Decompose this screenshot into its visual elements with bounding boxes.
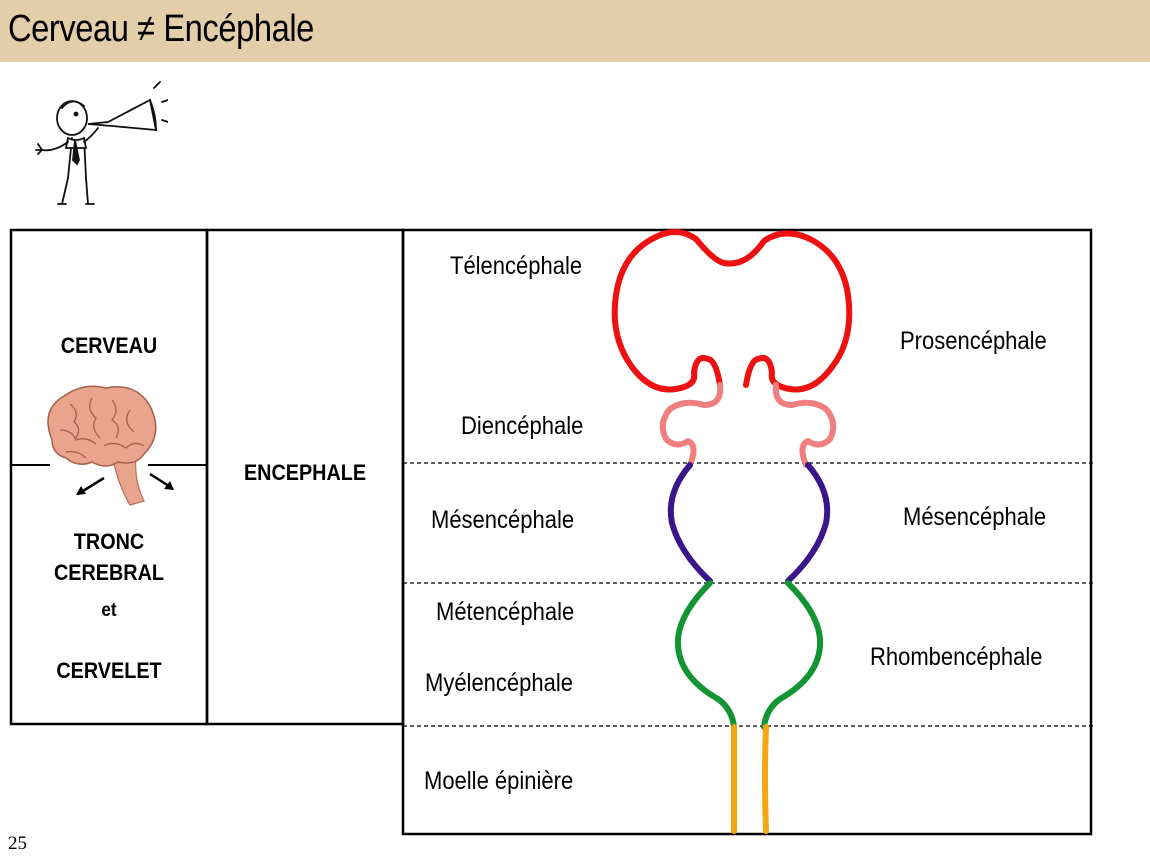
encephale-label: ENCEPHALE [243, 460, 367, 485]
tronc-label: TRONC [73, 529, 145, 554]
et-label: et [101, 600, 117, 621]
neural-tube-diagram [611, 229, 853, 834]
brain-icon [47, 385, 157, 506]
moelle-label: Moelle épinière [424, 767, 574, 795]
man-with-megaphone-icon [35, 81, 168, 205]
cerebral-label: CEREBRAL [53, 560, 164, 585]
mesencephale-right-label: Mésencéphale [903, 503, 1047, 531]
telencephale-outline [611, 229, 853, 393]
arrow-head-icon [164, 481, 174, 490]
cerveau-label: CERVEAU [60, 333, 158, 358]
rhombencephale-left [674, 580, 737, 730]
diencephale-right [772, 382, 837, 468]
regions-box [401, 228, 1093, 836]
mesencephale-left [667, 462, 713, 584]
page-number: 25 [8, 833, 27, 854]
cerveau-box [9, 228, 209, 726]
diencephale-label: Diencéphale [461, 412, 584, 440]
telencephale-label: Télencéphale [450, 252, 583, 280]
arrow-head-icon [76, 486, 86, 495]
page-title: Cerveau ≠ Encéphale [8, 8, 314, 50]
prosencephale-label: Prosencéphale [900, 327, 1047, 355]
rhombencephale-label: Rhombencéphale [870, 643, 1043, 671]
title-bar [0, 0, 1150, 62]
moelle-right [762, 724, 769, 834]
mesencephale-right [785, 462, 831, 584]
mesencephale-left-label: Mésencéphale [431, 506, 575, 534]
rhombencephale-right [761, 580, 824, 730]
cervelet-label: CERVELET [56, 658, 162, 683]
myelencephale-label: Myélencéphale [425, 669, 573, 697]
diencephale-left [659, 382, 724, 468]
metencephale-label: Métencéphale [436, 598, 575, 626]
